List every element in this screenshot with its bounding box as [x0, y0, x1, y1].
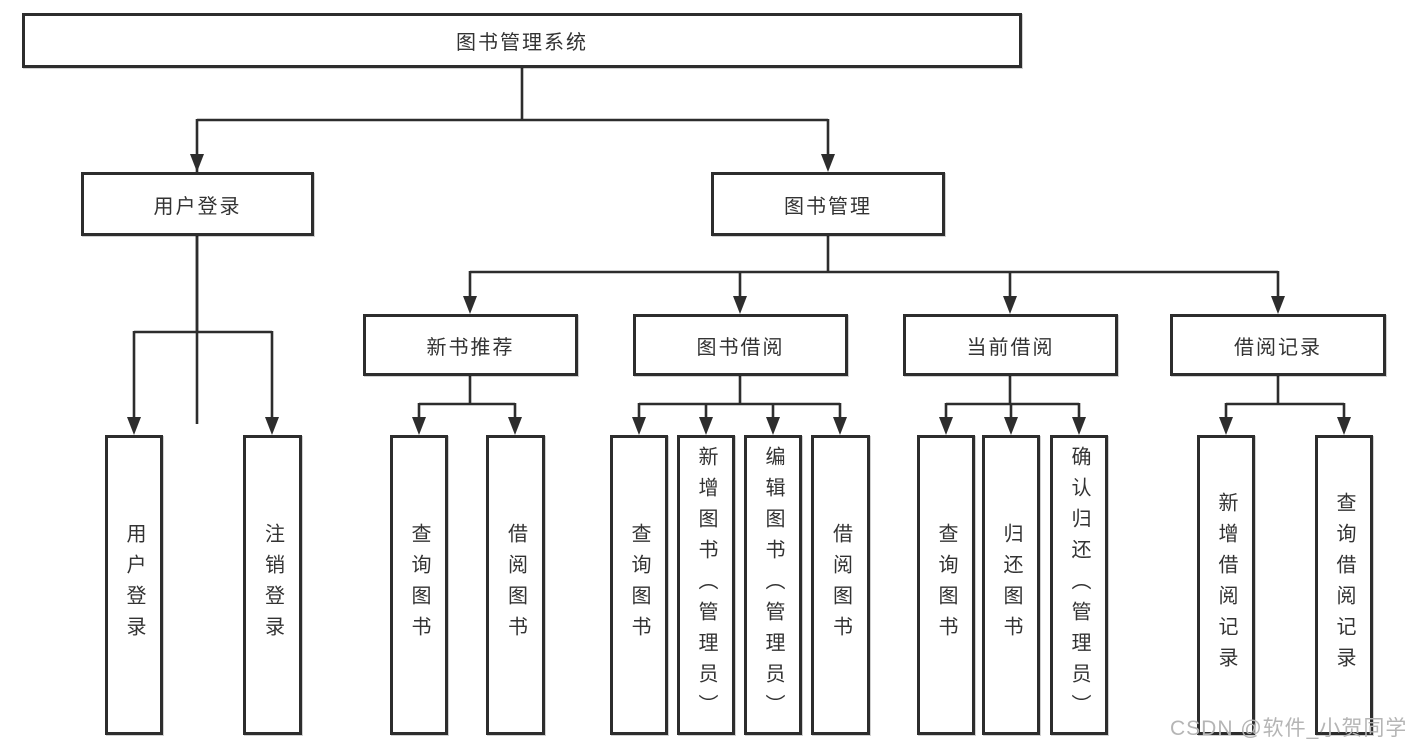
- leaf-borrow-books-label: 借阅图书: [829, 523, 852, 647]
- leaf-borrow-books-recommend-label: 借阅图书: [504, 523, 527, 647]
- node-book-management: 图书管理: [711, 172, 945, 236]
- leaf-query-borrow-record-label: 查询借阅记录: [1333, 492, 1355, 678]
- node-user-login: 用户登录: [81, 172, 314, 236]
- leaf-logout: 注销登录: [243, 435, 302, 735]
- leaf-logout-label: 注销登录: [261, 523, 284, 647]
- node-borrow-records: 借阅记录: [1170, 314, 1386, 376]
- leaf-query-borrow-record: 查询借阅记录: [1315, 435, 1373, 735]
- leaf-query-books-recommend-label: 查询图书: [408, 523, 430, 647]
- leaf-confirm-return-admin-label: 确认归还（管理员）: [1068, 445, 1090, 725]
- node-book-borrow: 图书借阅: [633, 314, 848, 376]
- leaf-query-books-current: 查询图书: [917, 435, 975, 735]
- leaf-query-books-current-label: 查询图书: [935, 523, 957, 647]
- leaf-user-login: 用户登录: [105, 435, 163, 735]
- connector-book-management-level3: [468, 236, 1280, 303]
- node-library-system: 图书管理系统: [22, 13, 1022, 68]
- leaf-confirm-return-admin: 确认归还（管理员）: [1050, 435, 1108, 735]
- node-current-borrow: 当前借阅: [903, 314, 1118, 376]
- leaf-query-books-borrow-label: 查询图书: [628, 523, 650, 647]
- leaf-query-books-borrow: 查询图书: [610, 435, 668, 735]
- csdn-watermark: CSDN @软件_小贺同学: [1170, 717, 1405, 740]
- node-new-book-recommend: 新书推荐: [363, 314, 578, 376]
- connector-book-borrow-leaves: [637, 376, 842, 424]
- leaf-add-borrow-record-label: 新增借阅记录: [1215, 492, 1237, 678]
- connector-current-borrow-leaves: [944, 376, 1081, 424]
- leaf-add-borrow-record: 新增借阅记录: [1197, 435, 1255, 735]
- leaf-query-books-recommend: 查询图书: [390, 435, 448, 735]
- leaf-return-books: 归还图书: [982, 435, 1040, 735]
- leaf-add-book-admin: 新增图书（管理员）: [677, 435, 735, 735]
- leaf-edit-book-admin-label: 编辑图书（管理员）: [762, 445, 784, 725]
- leaf-add-book-admin-label: 新增图书（管理员）: [695, 445, 717, 725]
- leaf-return-books-label: 归还图书: [1000, 523, 1022, 647]
- connector-new-book-leaves: [417, 376, 517, 424]
- leaf-user-login-label: 用户登录: [123, 523, 145, 647]
- leaf-edit-book-admin: 编辑图书（管理员）: [744, 435, 802, 735]
- connector-user-login-leaves: [132, 236, 274, 424]
- connector-borrow-records-leaves: [1224, 376, 1346, 424]
- leaf-borrow-books-recommend: 借阅图书: [486, 435, 545, 735]
- leaf-borrow-books: 借阅图书: [811, 435, 870, 735]
